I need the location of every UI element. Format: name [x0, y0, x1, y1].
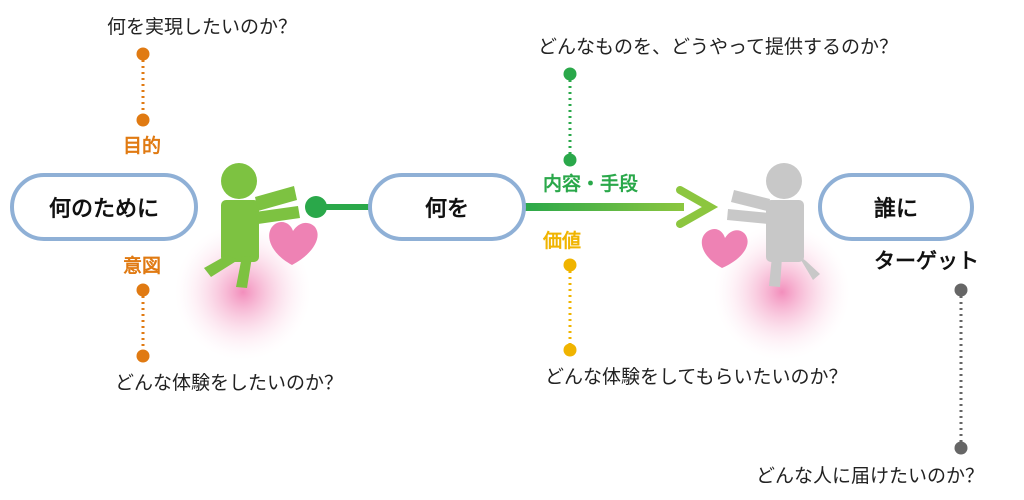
- question-value: どんな体験をしてもらいたいのか？: [545, 366, 848, 388]
- value-connector: [563, 258, 577, 357]
- glow-right: [714, 224, 850, 360]
- node-who-label: 誰に: [873, 197, 918, 222]
- person-green-icon: [204, 163, 300, 288]
- node-purpose: 何のために: [10, 173, 198, 241]
- question-goal: 何を実現したいのか？: [107, 16, 298, 38]
- label-content-means: 内容・手段: [543, 173, 639, 195]
- node-purpose-label: 何のために: [48, 197, 159, 222]
- heart-left-icon: [269, 221, 318, 265]
- label-target: ターゲット: [874, 249, 979, 273]
- question-target: どんな人に届けたいのか？: [756, 465, 985, 487]
- intent-connector: [136, 283, 150, 363]
- goal-connector: [136, 47, 150, 127]
- node-who: 誰に: [818, 173, 974, 241]
- heart-right-icon: [701, 228, 748, 268]
- means-connector: [563, 67, 577, 167]
- label-intent: 意図: [123, 255, 162, 277]
- node-what: 何を: [368, 173, 526, 241]
- question-means: どんなものを、どうやって提供するのか？: [538, 36, 899, 58]
- label-value: 価値: [543, 230, 582, 252]
- label-goal: 目的: [123, 135, 162, 157]
- node-what-label: 何を: [424, 197, 469, 222]
- glow-left: [175, 224, 311, 360]
- question-intent: どんな体験をしたいのか？: [115, 372, 344, 394]
- main-arrow: [524, 186, 719, 228]
- green-link: [305, 196, 372, 218]
- target-connector: [954, 283, 968, 455]
- person-gray-icon: [727, 163, 820, 287]
